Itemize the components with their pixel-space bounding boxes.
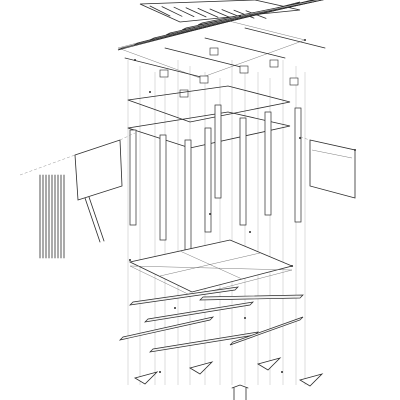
column <box>264 111 272 216</box>
connection-plate <box>209 47 219 56</box>
roof-cross-beam <box>164 47 246 69</box>
roof-beam <box>181 0 325 31</box>
marker-dot <box>299 137 301 139</box>
foundation-beam <box>199 294 304 301</box>
column <box>239 117 247 226</box>
roof-cap <box>139 0 301 23</box>
column <box>294 107 302 223</box>
foundation-beam <box>118 316 215 341</box>
cap-slat <box>209 8 231 18</box>
floor-slab <box>128 239 294 297</box>
column <box>204 127 212 233</box>
marker-dot <box>291 265 293 267</box>
marker-dot <box>149 91 151 93</box>
roof-cross-beam <box>244 27 326 49</box>
footing <box>133 371 159 385</box>
left-facade-panel <box>19 132 136 259</box>
marker-dot <box>249 231 251 233</box>
roof-beam <box>197 0 324 26</box>
marker-dot <box>239 15 241 17</box>
cap-slat <box>185 7 207 18</box>
footing <box>188 361 214 375</box>
roof-cross-beam <box>204 37 286 59</box>
roof-beams <box>117 0 325 51</box>
annotation-markers <box>129 15 356 373</box>
connection-plate <box>179 89 189 98</box>
left-louvre-screen <box>39 174 65 259</box>
roof-connection-plates <box>159 47 299 98</box>
roof-cross-beam <box>124 57 206 79</box>
connection-plate <box>239 65 249 74</box>
marker-dot <box>174 307 176 309</box>
foundation-beam <box>143 301 255 323</box>
column <box>129 129 137 226</box>
roof-cross-beams <box>124 27 326 79</box>
marker-dot <box>354 149 356 151</box>
footing-triangles <box>133 357 324 387</box>
column-frame <box>127 85 302 251</box>
cap-slat <box>197 7 219 18</box>
footing <box>256 357 282 371</box>
footing <box>298 373 324 387</box>
connection-plate <box>289 77 299 86</box>
foundation-beam <box>229 316 304 346</box>
corner-bracket <box>231 384 249 400</box>
foundation-beam-set <box>118 286 304 353</box>
foundation-beam <box>129 286 239 306</box>
marker-dot <box>209 213 211 215</box>
column <box>214 104 222 199</box>
marker-dot <box>159 371 161 373</box>
marker-dot <box>129 259 131 261</box>
cap-slat <box>161 6 183 17</box>
column <box>184 139 192 251</box>
column <box>159 134 167 241</box>
footings <box>133 357 324 400</box>
marker-dot <box>134 59 136 61</box>
connection-plate <box>159 69 169 78</box>
connection-plate <box>269 59 279 68</box>
right-facade-panel <box>299 136 356 199</box>
columns <box>129 104 302 251</box>
marker-dot <box>244 317 246 319</box>
cap-slat <box>149 5 171 17</box>
marker-dot <box>281 371 283 373</box>
roof-beam-grid <box>117 0 326 98</box>
foundation-beam <box>148 331 260 353</box>
marker-dot <box>304 39 306 41</box>
connection-plate <box>199 75 209 84</box>
cap-slat <box>173 6 195 18</box>
foundation-beams <box>118 286 304 353</box>
